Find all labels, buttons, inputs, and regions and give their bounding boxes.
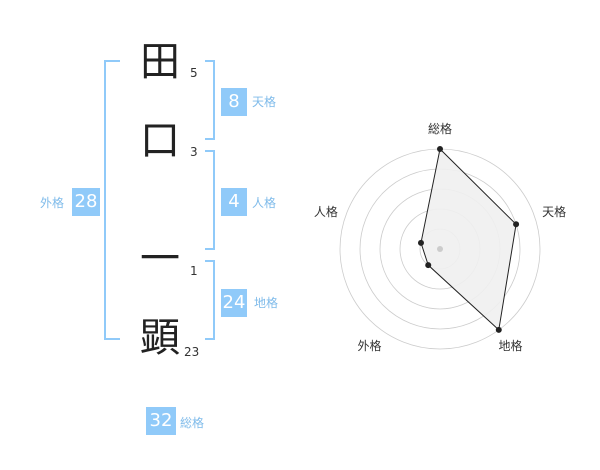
- jinkaku-label: 人格: [252, 196, 277, 210]
- gaikaku-value-box: 28: [72, 188, 100, 216]
- chikaku-bracket: [205, 260, 215, 340]
- radar-point-3: [495, 326, 502, 333]
- radar-center-dot: [437, 246, 443, 252]
- name-char-1: 田: [140, 39, 180, 85]
- radar-polygon: [420, 147, 517, 331]
- radar-axis-label-3: 地格: [499, 338, 523, 353]
- name-char-3: 一: [140, 236, 180, 282]
- radar-axis-label-1: 総格: [428, 121, 452, 136]
- stroke-count-1: 5: [190, 66, 198, 80]
- soukaku-label: 総格: [180, 416, 205, 430]
- gaikaku-label: 外格: [40, 196, 65, 210]
- stroke-count-4: 23: [184, 345, 200, 359]
- stroke-count-3: 1: [190, 264, 198, 278]
- radar-point-2: [513, 221, 520, 228]
- radar-point-1: [437, 146, 443, 152]
- radar-axis-label-5: 人格: [314, 204, 338, 219]
- radar-point-4: [425, 262, 432, 269]
- tenkaku-label: 天格: [252, 95, 277, 109]
- tenkaku-value-box: 8: [221, 88, 247, 116]
- gaikaku-bracket: [104, 60, 120, 340]
- jinkaku-bracket: [205, 150, 215, 250]
- stroke-count-2: 3: [190, 145, 198, 159]
- tenkaku-bracket: [205, 60, 215, 140]
- radar-point-5: [417, 239, 424, 246]
- chikaku-value-box: 24: [221, 289, 247, 317]
- name-char-4: 顕: [140, 315, 180, 361]
- soukaku-value-box: 32: [146, 407, 176, 435]
- chikaku-label: 地格: [254, 296, 279, 310]
- jinkaku-value-box: 4: [221, 188, 247, 216]
- name-char-2: 口: [140, 118, 180, 164]
- radar-axis-label-4: 外格: [357, 338, 381, 353]
- radar-axis-label-2: 天格: [542, 204, 566, 219]
